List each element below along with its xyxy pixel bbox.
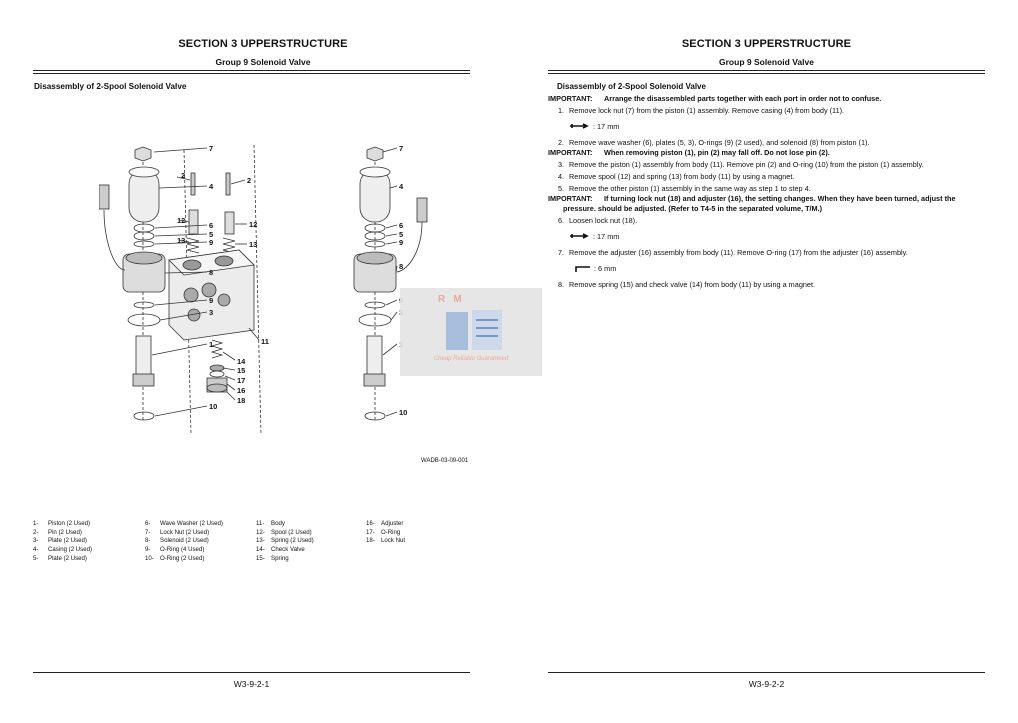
part-callout: 9 [209, 296, 213, 305]
legend-item: 12-Spool (2 Used) [256, 528, 312, 536]
part-callout: 13 [177, 236, 185, 245]
part-callout: 1 [209, 340, 213, 349]
legend-item: 10-O-Ring (2 Used) [145, 554, 205, 562]
step-5: 5.Remove the other piston (1) assembly i… [558, 184, 811, 193]
part-callout: 14 [237, 357, 246, 366]
legend-column: 6-Wave Washer (2 Used)7-Lock Nut (2 Used… [145, 520, 223, 563]
part-callout: 4 [399, 182, 404, 191]
part-callout: 3 [209, 308, 213, 317]
important-note: IMPORTANT:If turning lock nut (18) and a… [548, 194, 956, 213]
part-callout: 8 [209, 268, 213, 277]
header-rule [33, 70, 470, 71]
header-rule [548, 70, 985, 71]
right-page: SECTION 3 UPPERSTRUCTURE Group 9 Solenoi… [548, 0, 985, 723]
step-4: 4.Remove spool (12) and spring (13) from… [558, 172, 795, 181]
part-callout: 5 [399, 230, 403, 239]
legend-item: 16-Adjuster [366, 520, 404, 527]
watermark-logo: RM [438, 294, 470, 305]
part-callout: 16 [237, 386, 245, 395]
section-title: SECTION 3 UPPERSTRUCTURE [681, 38, 852, 50]
exploded-view-diagram: 7465989311022121312131114151716187465989… [99, 144, 428, 436]
part-callout: 8 [399, 262, 403, 271]
part-callout: 17 [237, 376, 245, 385]
legend-item: 14-Check Valve [256, 546, 305, 554]
group-title: Group 9 Solenoid Valve [719, 57, 814, 67]
watermark-icon [446, 310, 502, 350]
header-rule [33, 73, 470, 74]
part-callout: 15 [237, 366, 245, 375]
part-callout: 13 [249, 240, 257, 249]
part-callout: 6 [399, 221, 403, 230]
part-callout: 7 [399, 144, 403, 153]
hex-key-icon [575, 266, 590, 272]
legend-item: 7-Lock Nut (2 Used) [145, 528, 210, 536]
part-callout: 18 [237, 396, 245, 405]
legend-item: 15-Spring [256, 554, 289, 562]
part-callout: 2 [247, 176, 251, 185]
step-8: 8.Remove spring (15) and check valve (14… [558, 280, 816, 289]
part-callout: 9 [399, 238, 403, 247]
legend-item: 2-Pin (2 Used) [33, 528, 82, 536]
part-callout: 10 [399, 408, 407, 417]
step-3: 3.Remove the piston (1) assembly from bo… [558, 160, 924, 169]
part-callout: 2 [181, 171, 185, 180]
legend-item: 8-Solenoid (2 Used) [145, 537, 209, 545]
step-7: 7.Remove the adjuster (16) assembly from… [558, 248, 908, 257]
legend-item: 11-Body [256, 520, 285, 527]
wrench-icon [570, 123, 589, 129]
tool-spec: : 17 mm [548, 122, 985, 132]
part-callout: 12 [177, 216, 185, 225]
legend-item: 3-Plate (2 Used) [33, 537, 87, 545]
legend-item: 4-Casing (2 Used) [33, 546, 93, 554]
tool-spec: : 6 mm [548, 264, 985, 274]
part-callout: 5 [209, 230, 213, 239]
procedure-text: Disassembly of 2-Spool Solenoid Valve IM… [548, 82, 985, 290]
wrench-icon [570, 233, 589, 239]
page-number: W3-9-2-1 [233, 679, 270, 689]
legend-item: 5-Plate (2 Used) [33, 554, 87, 562]
page-number: W3-9-2-2 [748, 679, 785, 689]
footer-rule [33, 672, 470, 673]
step-2: 2.Remove wave washer (6), plates (5, 3),… [558, 138, 870, 147]
part-callout: 12 [249, 220, 257, 229]
subsection-title: Disassembly of 2-Spool Solenoid Valve [557, 82, 706, 91]
tool-spec: : 17 mm [548, 232, 985, 242]
subsection-title: Disassembly of 2-Spool Solenoid Valve [34, 82, 187, 91]
legend-item: 13-Spring (2 Used) [256, 537, 314, 545]
part-callout: 4 [209, 182, 214, 191]
part-callout: 11 [261, 337, 269, 346]
legend-item: 18-Lock Nut [366, 537, 406, 545]
step-1: 1.Remove lock nut (7) from the piston (1… [558, 106, 845, 115]
part-callout: 6 [209, 221, 213, 230]
group-title: Group 9 Solenoid Valve [215, 57, 311, 67]
legend-column: 1-Piston (2 Used)2-Pin (2 Used)3-Plate (… [33, 520, 92, 563]
part-callout: 7 [209, 144, 213, 153]
legend-item: 17-O-Ring [366, 528, 401, 536]
watermark: RM Cheap Reliable Guaranteed [400, 288, 542, 376]
legend-item: 9-O-Ring (4 Used) [145, 546, 205, 554]
left-page: SECTION 3 UPPERSTRUCTURE Group 9 Solenoi… [33, 0, 493, 723]
part-callout: 10 [209, 402, 217, 411]
step-6: 6.Loosen lock nut (18). [558, 216, 638, 225]
watermark-tagline: Cheap Reliable Guaranteed [433, 356, 509, 362]
footer-rule [548, 672, 985, 673]
legend-item: 6-Wave Washer (2 Used) [145, 520, 223, 527]
legend-item: 1-Piston (2 Used) [33, 520, 90, 527]
part-callout: 9 [209, 238, 213, 247]
important-note: IMPORTANT:Arrange the disassembled parts… [548, 94, 882, 103]
section-title: SECTION 3 UPPERSTRUCTURE [178, 38, 348, 50]
figure-code: WADB-03-09-001 [421, 458, 469, 464]
important-note: IMPORTANT:When removing piston (1), pin … [548, 148, 830, 157]
header-rule [548, 73, 985, 74]
